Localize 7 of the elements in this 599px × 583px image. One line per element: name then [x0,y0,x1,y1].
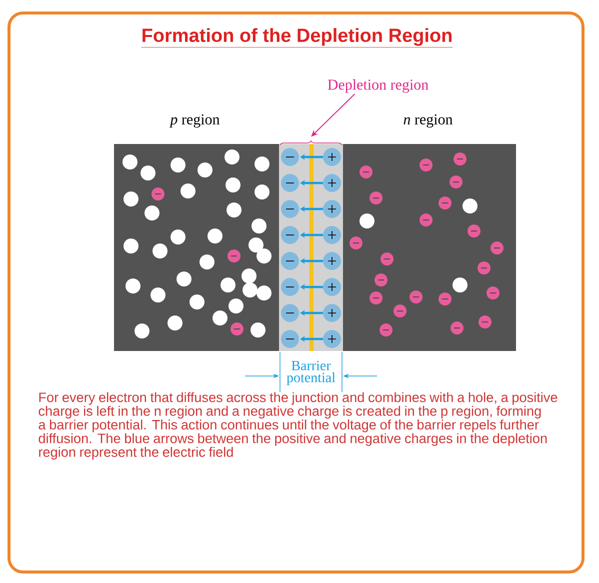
dimension-label: Barrier potential [286,360,336,386]
caption: For every electron that diffuses across the junction and combines with a hole, a positive charge is left in the n region and a negative charge is created in the p region, forming a barrier potential. This action continues until the voltage of the barrier repels further diffusion. The blue arrows between the positive and negative charges in the depletion region represent the electric field [38,392,558,460]
brace [280,140,342,146]
region-label: p region [169,114,220,128]
region-label: n region [404,114,453,128]
callout-text: Depletion region [328,79,428,93]
title: Formation of the Depletion Region [141,28,453,48]
